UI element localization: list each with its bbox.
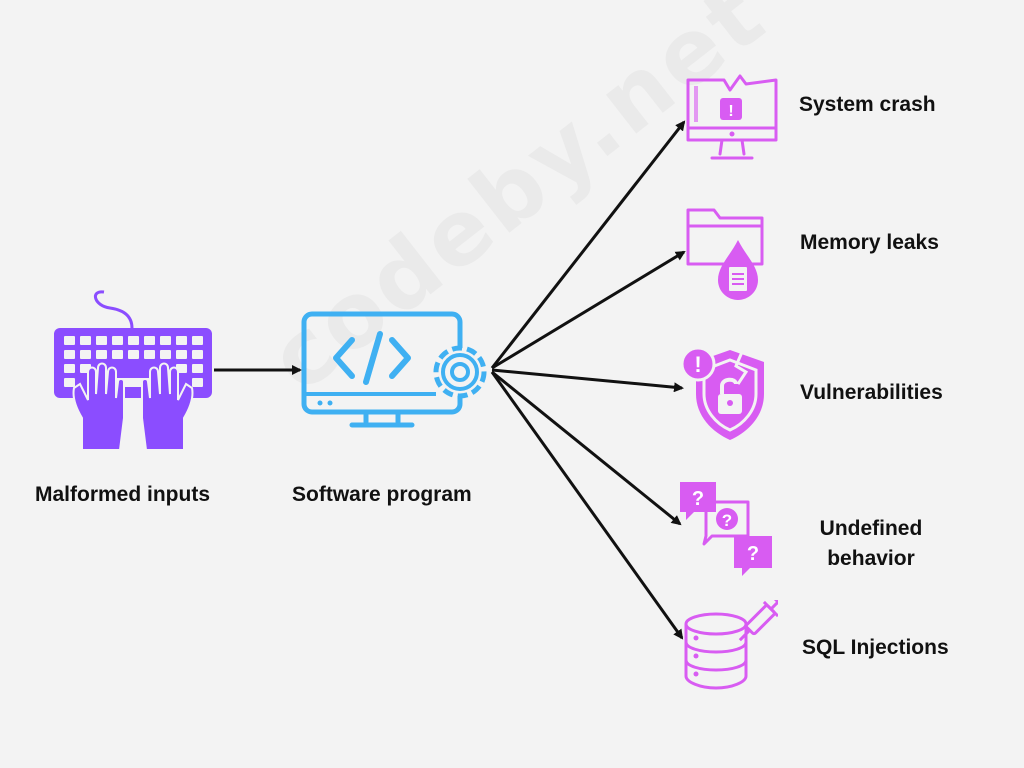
svg-text:!: ! xyxy=(694,352,701,377)
broken-monitor-icon: ! xyxy=(686,74,778,160)
arrow-to-sql-injections xyxy=(490,371,684,640)
arrow-to-memory-leaks xyxy=(491,250,686,370)
broken-shield-lock-icon: ! xyxy=(680,346,764,440)
svg-text:?: ? xyxy=(747,543,759,565)
program-label: Software program xyxy=(292,483,472,506)
keyboard-icon xyxy=(54,290,212,450)
code-monitor-gear-icon xyxy=(301,311,487,428)
svg-text:?: ? xyxy=(722,511,732,530)
svg-text:?: ? xyxy=(692,488,704,510)
input-label: Malformed inputs xyxy=(35,483,211,506)
database-syringe-icon xyxy=(684,600,778,690)
arrow-to-undefined-behavior xyxy=(491,370,682,526)
svg-text:!: ! xyxy=(728,103,733,120)
outcome-label-sql-injections: SQL Injections xyxy=(802,636,949,659)
outcome-label-undefined-line1: Undefined xyxy=(819,517,923,540)
outcome-label-undefined-behavior: Undefined behavior xyxy=(812,514,930,574)
outcome-label-undefined-line2: behavior xyxy=(827,547,915,570)
arrow-to-system-crash xyxy=(490,120,686,369)
arrow-to-vulnerabilities xyxy=(491,368,684,393)
outcome-label-system-crash: System crash xyxy=(799,93,936,116)
question-bubbles-icon: ? ? ? xyxy=(680,482,772,576)
outcome-label-memory-leaks: Memory leaks xyxy=(800,231,939,254)
outcome-label-vulnerabilities: Vulnerabilities xyxy=(800,381,943,404)
leaking-folder-icon xyxy=(686,208,764,300)
